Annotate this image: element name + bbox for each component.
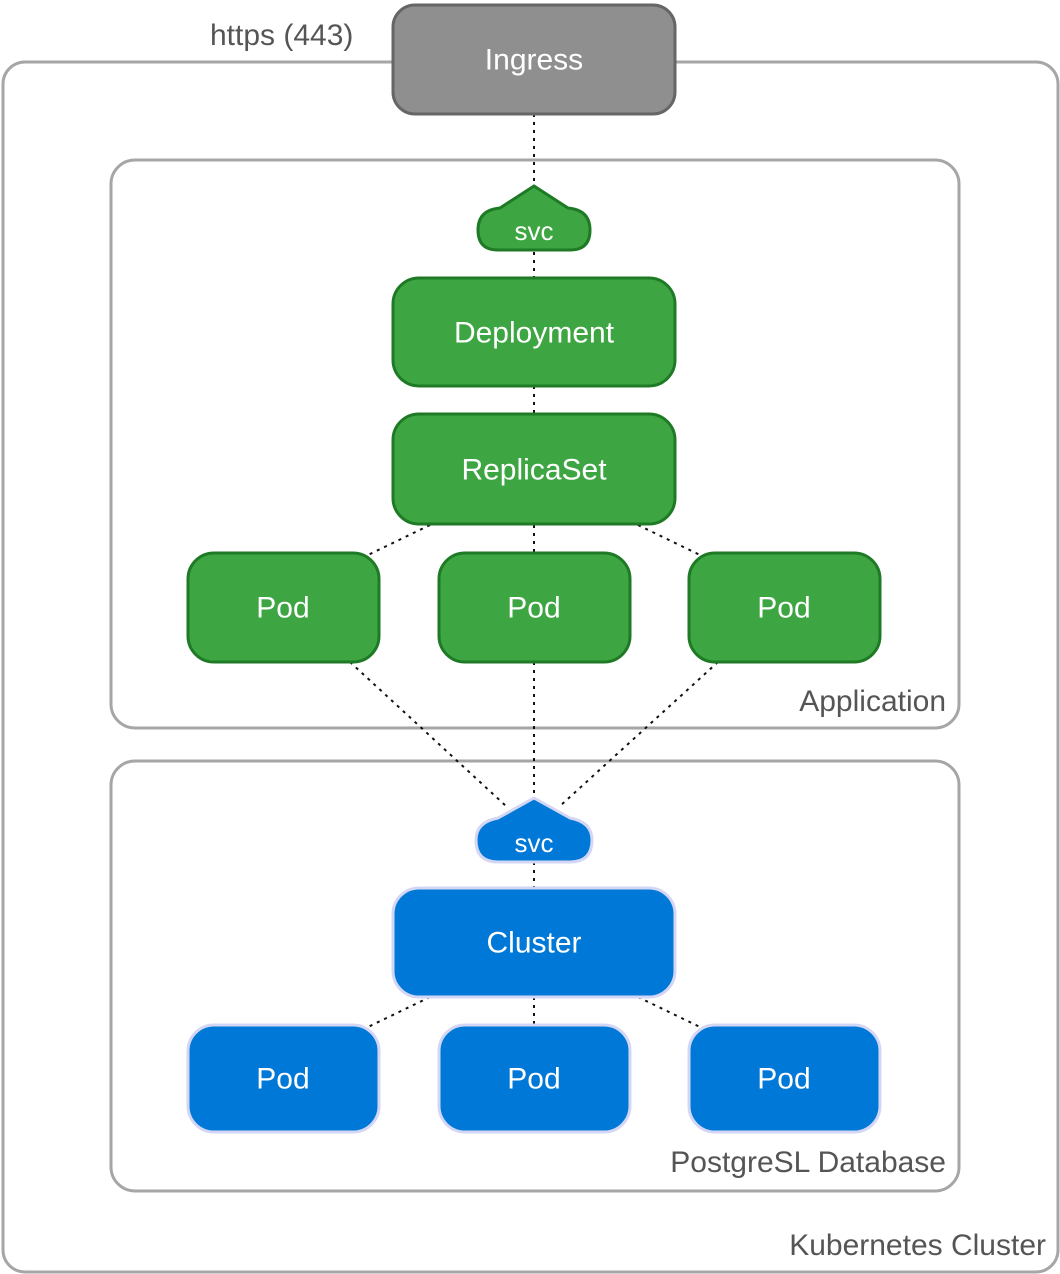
- database-pod-left[interactable]: Pod: [186, 1023, 381, 1134]
- database-svc-label: svc: [515, 828, 554, 858]
- database-label: PostgreSL Database: [670, 1146, 946, 1179]
- connector-replicaset-pod-right: [637, 524, 701, 556]
- database-pod-center[interactable]: Pod: [437, 1023, 632, 1134]
- ingress-node[interactable]: Ingress: [391, 3, 677, 116]
- database-pod-center-label: Pod: [507, 1063, 560, 1096]
- connector-cluster-pod-right: [637, 996, 701, 1028]
- application-pod-left-label: Pod: [256, 592, 309, 625]
- application-svc-node[interactable]: svc: [476, 184, 592, 252]
- deployment-label: Deployment: [454, 317, 615, 350]
- application-pod-right[interactable]: Pod: [687, 551, 882, 664]
- application-pod-center-label: Pod: [507, 592, 560, 625]
- database-pod-left-label: Pod: [256, 1063, 309, 1096]
- application-pod-center[interactable]: Pod: [437, 551, 632, 664]
- connector-replicaset-pod-left: [367, 524, 431, 556]
- application-svc-label: svc: [515, 216, 554, 246]
- connector-pod-left-db-svc: [349, 661, 507, 807]
- database-cluster-label: Cluster: [486, 927, 581, 960]
- replicaset-label: ReplicaSet: [461, 454, 607, 487]
- application-pod-left[interactable]: Pod: [186, 551, 381, 664]
- database-pod-right[interactable]: Pod: [687, 1023, 882, 1134]
- replicaset-node[interactable]: ReplicaSet: [391, 412, 677, 526]
- database-svc-node[interactable]: svc: [474, 796, 594, 864]
- application-label: Application: [799, 685, 946, 718]
- ingress-label: Ingress: [485, 44, 583, 77]
- connector-pod-right-db-svc: [559, 661, 719, 807]
- database-cluster-node[interactable]: Cluster: [391, 886, 677, 999]
- application-pod-right-label: Pod: [757, 592, 810, 625]
- kubernetes-cluster-label: Kubernetes Cluster: [789, 1229, 1046, 1262]
- deployment-node[interactable]: Deployment: [391, 276, 677, 388]
- connectors: [349, 114, 719, 1028]
- connector-cluster-pod-left: [367, 996, 431, 1028]
- https-port-label: https (443): [210, 19, 353, 52]
- database-pod-right-label: Pod: [757, 1063, 810, 1096]
